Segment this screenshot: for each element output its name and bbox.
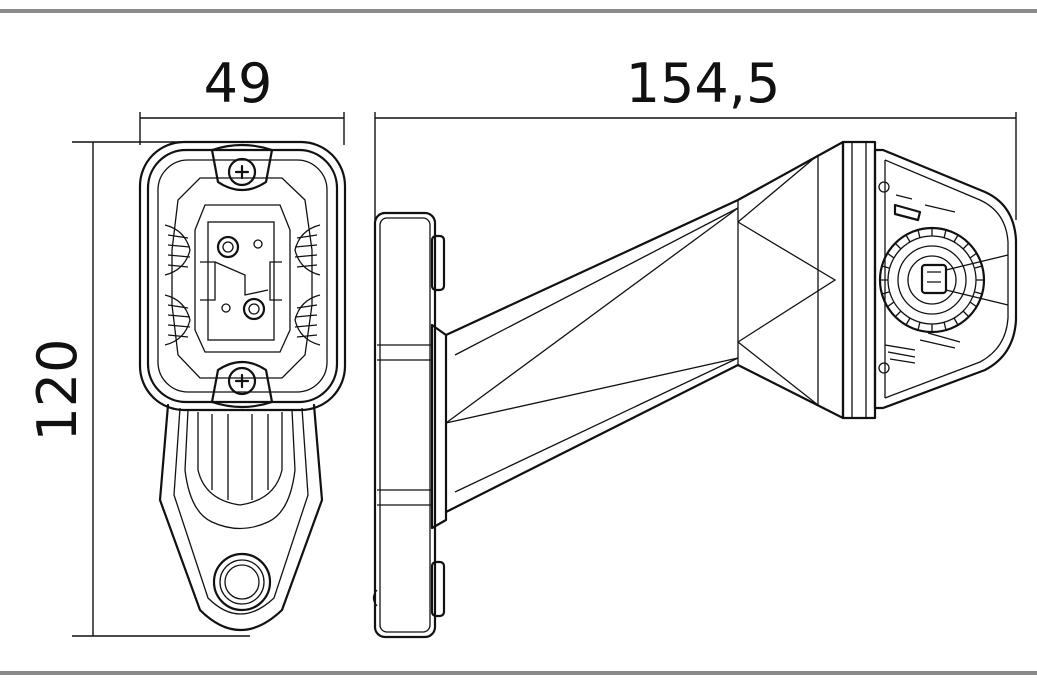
length-label: 154,5 — [626, 52, 781, 115]
width-label: 49 — [204, 52, 273, 115]
bottom-border — [0, 671, 1037, 675]
side-view — [372, 140, 1018, 639]
dimension-width: 49 — [139, 52, 345, 145]
top-border — [0, 9, 1037, 13]
height-label: 120 — [26, 338, 89, 441]
lens-teeth — [880, 228, 984, 332]
front-view — [138, 140, 347, 631]
dimension-length: 154,5 — [374, 52, 1017, 220]
dimension-height: 120 — [26, 141, 250, 637]
